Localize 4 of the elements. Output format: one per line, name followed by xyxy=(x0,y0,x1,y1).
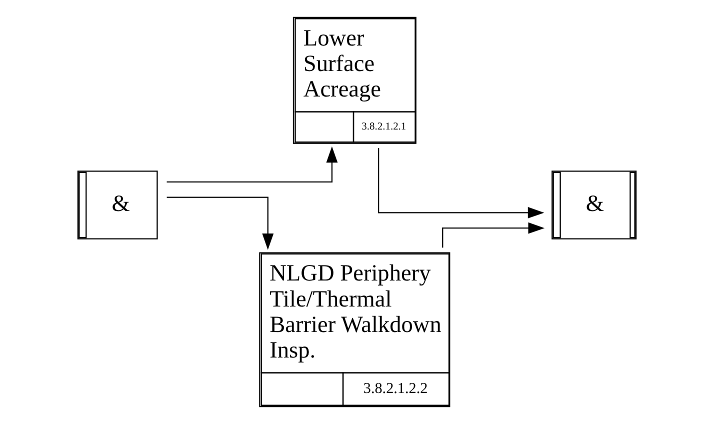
arrow xyxy=(378,148,544,218)
arrow xyxy=(166,196,274,250)
arrow xyxy=(442,222,545,248)
arrow xyxy=(166,146,338,183)
